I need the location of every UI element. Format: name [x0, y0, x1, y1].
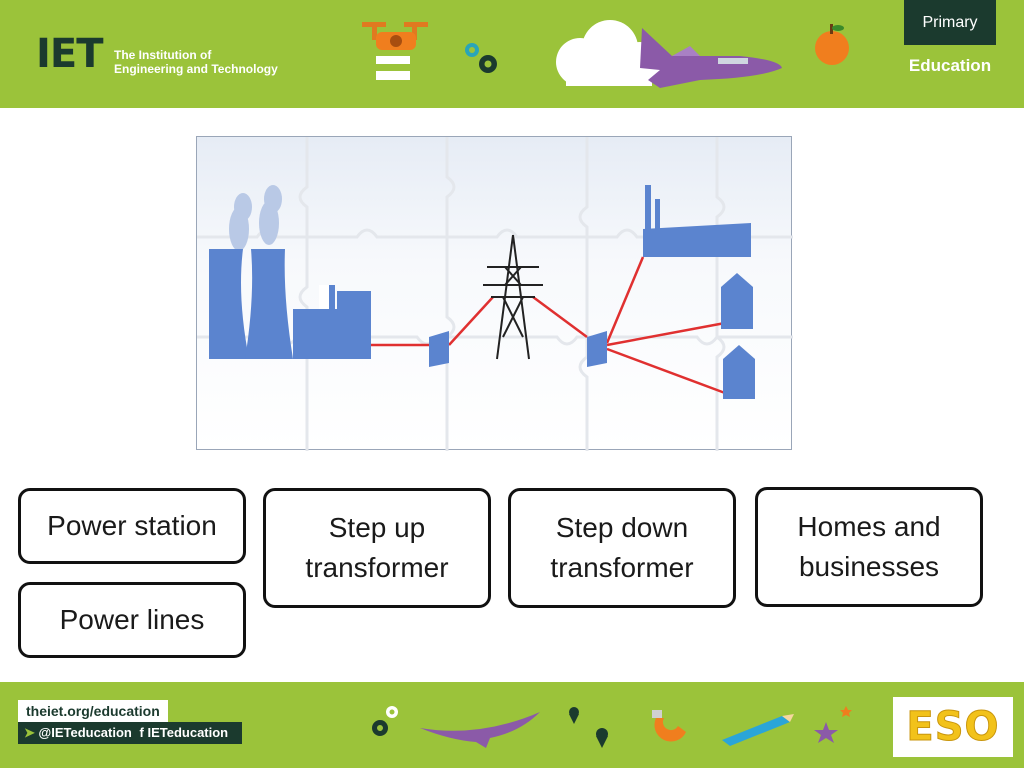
iet-logo-text: The Institution of Engineering and Techn… — [114, 48, 294, 76]
education-label: Education — [908, 56, 992, 75]
gears-icon — [372, 706, 398, 736]
label-step-down-transformer[interactable]: Step down transformer — [508, 488, 736, 608]
label-power-station[interactable]: Power station — [18, 488, 246, 564]
header-illustrations — [362, 20, 849, 88]
label-step-down-line-1: Step down — [555, 512, 689, 543]
label-homes-and-businesses[interactable]: Homes and businesses — [755, 487, 983, 607]
facebook-icon: f — [139, 725, 144, 740]
diagram-svg — [197, 137, 793, 451]
eso-logo-text: ESO — [906, 704, 1000, 751]
label-homes-line-1: Homes and — [797, 511, 941, 542]
label-step-down-line-2: transformer — [550, 552, 694, 583]
smoke-graphic — [229, 185, 282, 251]
star-icon — [814, 706, 852, 743]
label-step-up-transformer[interactable]: Step up transformer — [263, 488, 491, 608]
gears-icon — [465, 43, 497, 73]
step-down-transformer-graphic — [587, 331, 607, 367]
space-shuttle-icon — [640, 28, 782, 88]
drone-icon — [362, 22, 428, 80]
pylon-graphic — [483, 234, 543, 360]
glider-icon — [420, 712, 540, 748]
label-power-lines-text: Power lines — [59, 604, 205, 635]
houses-graphic — [721, 273, 755, 399]
label-homes-line-2: businesses — [798, 551, 940, 582]
logo-line-1: The Institution of — [114, 48, 212, 62]
label-power-station-text: Power station — [47, 510, 217, 541]
twitter-icon: ➤ — [24, 725, 35, 740]
primary-label: Primary — [904, 0, 996, 45]
header-bar — [0, 0, 1024, 108]
footer-social: ➤ @IETeducation f IETeducation — [18, 722, 242, 744]
eso-logo: ESO — [893, 697, 1013, 757]
logo-line-2: Engineering and Technology — [114, 62, 278, 76]
pencil-icon — [722, 714, 794, 746]
footer-url: theiet.org/education — [18, 700, 168, 722]
iet-logo: IET — [36, 31, 103, 77]
apple-icon — [815, 24, 849, 65]
label-power-lines[interactable]: Power lines — [18, 582, 246, 658]
puzzle-pattern — [197, 137, 793, 451]
power-lines-graphic — [369, 256, 726, 395]
twitter-handle: @IETeducation — [38, 725, 132, 740]
facebook-handle: IETeducation — [147, 725, 229, 740]
label-step-up-line-2: transformer — [305, 552, 449, 583]
power-station-graphic — [209, 249, 371, 359]
electricity-network-diagram — [196, 136, 793, 451]
factory-graphic — [643, 185, 751, 257]
footer-illustrations — [372, 706, 852, 748]
label-step-up-line-1: Step up — [328, 512, 426, 543]
magnet-icon — [652, 710, 686, 742]
step-up-transformer-graphic — [429, 331, 449, 367]
map-pin-icon — [569, 707, 608, 748]
